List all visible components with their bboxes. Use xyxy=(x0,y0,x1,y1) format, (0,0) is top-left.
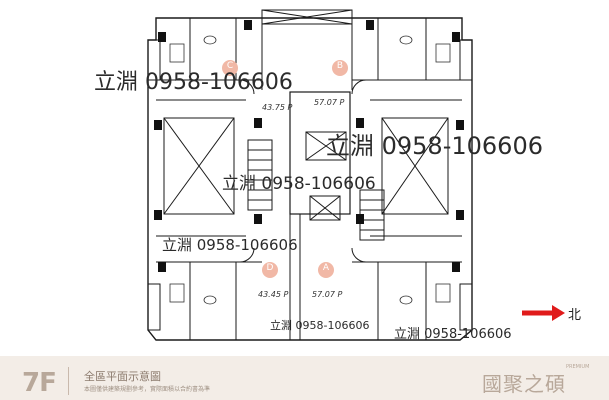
north-label: 北 xyxy=(568,308,582,323)
north-arrow-icon xyxy=(522,305,565,321)
unit-a-area: 57.07 P xyxy=(312,290,343,299)
footer-band xyxy=(0,356,609,400)
plan-title: 全區平面示意圖 xyxy=(84,370,161,383)
brand-subtitle: PREMIUM xyxy=(566,364,590,370)
watermark: 立淵 0958-106606 xyxy=(162,236,298,254)
watermark: 立淵 0958-106606 xyxy=(94,70,293,95)
watermark: 立淵 0958-106606 xyxy=(222,174,376,194)
unit-d-marker: D xyxy=(266,263,274,273)
watermark: 立淵 0958-106606 xyxy=(394,327,512,342)
unit-d-area: 43.45 P xyxy=(258,290,289,299)
footer-divider xyxy=(68,367,69,395)
floor-plan-drawing xyxy=(147,9,473,341)
unit-b-marker: B xyxy=(336,61,344,71)
unit-c-area: 43.75 P xyxy=(262,103,293,112)
watermark: 立淵 0958-106606 xyxy=(270,319,370,332)
unit-c-marker: C xyxy=(226,61,234,71)
unit-a-marker: A xyxy=(322,263,330,273)
brand-logo: 國聚之碩 xyxy=(482,372,566,396)
unit-b-area: 57.07 P xyxy=(314,98,345,107)
watermark: 立淵 0958-106606 xyxy=(326,132,543,160)
floor-number: 7F xyxy=(22,368,57,398)
plan-note: 本圖僅供建築規劃參考，實際面積以合約書為準 xyxy=(84,386,211,393)
